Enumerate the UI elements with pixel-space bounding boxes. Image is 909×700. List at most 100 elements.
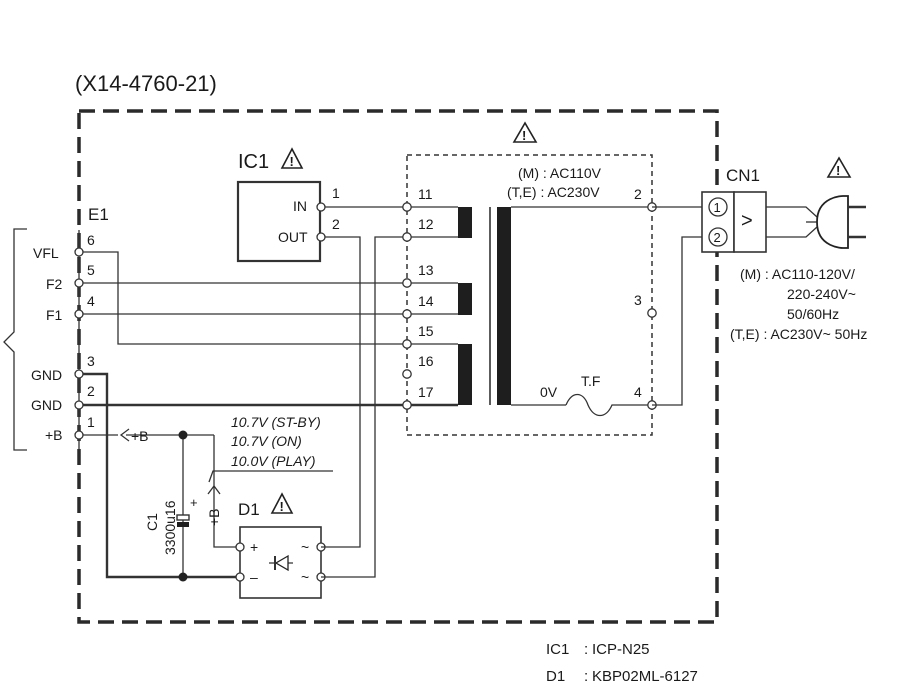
mains-plug: !	[766, 156, 866, 249]
voltage-play: 10.0V (PLAY)	[231, 453, 316, 469]
d1-ac-1: ~	[301, 539, 309, 555]
ic1-pin1-number: 1	[332, 185, 340, 201]
voltage-standby: 10.7V (ST-BY)	[231, 414, 321, 430]
e1-pin-name: +B	[45, 427, 63, 443]
e1-label: E1	[88, 205, 109, 224]
wire-ic1-out-to-d1	[321, 236, 361, 548]
transformer-warning-icon: !	[512, 121, 538, 143]
terminal	[402, 400, 412, 410]
junction-dot	[178, 430, 188, 440]
d1-label: D1	[238, 500, 260, 519]
e1-pin-number: 5	[87, 262, 95, 278]
terminal	[74, 369, 84, 379]
terminal-number: 12	[418, 216, 434, 232]
c1-label: C1	[144, 513, 160, 531]
junction-dot	[178, 572, 188, 582]
terminal	[74, 309, 84, 319]
parts-list-part: KBP02ML-6127	[592, 668, 698, 685]
connector-brace	[3, 228, 27, 451]
fuse-icon	[565, 393, 621, 417]
transformer-primary-winding	[497, 207, 511, 405]
e1-pin-number: 2	[87, 383, 95, 399]
e1-pin-name: GND	[31, 367, 62, 383]
part-number-title: (X14-4760-21)	[75, 71, 217, 96]
e1-pin-name: F2	[46, 276, 63, 292]
terminal-number: 15	[418, 323, 434, 339]
transformer-left-terminals: 11 12 13 14 15 16 17	[402, 186, 434, 410]
wire-to-cn1-pin2	[652, 236, 702, 406]
wire-trans12-to-d1	[321, 236, 407, 578]
warning-mark: !	[280, 499, 284, 514]
cn1-arrow: >	[741, 210, 753, 232]
voltage-on: 10.7V (ON)	[231, 433, 302, 449]
d1-minus: –	[250, 569, 258, 585]
ic1-regulator: IC1 ! IN OUT 1 2	[236, 147, 340, 263]
e1-pin-f1: F1 4	[46, 293, 95, 323]
terminal	[235, 542, 245, 552]
ic1-pin-out: OUT	[278, 229, 308, 245]
e1-pin-name: F1	[46, 307, 63, 323]
e1-pin-plusb: +B 1	[45, 414, 95, 443]
parts-list-part: ICP-N25	[592, 641, 650, 658]
d1-bridge-rectifier: D1 ! + – ~ ~	[235, 492, 326, 599]
ic1-pin2-number: 2	[332, 216, 340, 232]
e1-pin-number: 1	[87, 414, 95, 430]
terminal-number: 17	[418, 384, 434, 400]
transformer-winding-3	[458, 344, 472, 405]
terminal-number: 4	[634, 384, 642, 400]
plusb-vertical-marker: +B	[206, 484, 222, 526]
terminal-number: 2	[634, 186, 642, 202]
transformer-primary-m: (M) : AC110V	[518, 165, 602, 181]
c1-plus-sign: +	[190, 495, 198, 510]
mains-spec-m-line1: (M) : AC110-120V/	[740, 266, 855, 282]
e1-pin-gnd-2: GND 2	[31, 383, 95, 413]
plusb-vertical-label: +B	[206, 508, 222, 526]
transformer-primary-te: (T,E) : AC230V	[507, 184, 600, 200]
e1-pin-name: VFL	[33, 245, 59, 261]
terminal	[235, 572, 245, 582]
cn1-pin1-number: 1	[714, 200, 721, 215]
parts-list: IC1 : ICP-N25 D1 : KBP02ML-6127	[546, 641, 698, 685]
parts-list-ref: D1	[546, 668, 565, 685]
parts-list-ref: IC1	[546, 641, 569, 658]
diode-icon	[269, 554, 293, 572]
ic1-warning-icon: !	[280, 147, 304, 169]
e1-pin-number: 6	[87, 232, 95, 248]
transformer-winding-1	[458, 207, 472, 238]
cn1-body	[733, 191, 767, 253]
transformer-winding-2	[458, 283, 472, 315]
terminal	[74, 400, 84, 410]
warning-mark: !	[522, 128, 526, 143]
wire-d1-plus	[213, 435, 240, 548]
warning-mark: !	[290, 154, 294, 169]
mains-wire-1	[766, 206, 818, 218]
terminal	[402, 232, 412, 242]
voltage-leader-line	[208, 470, 333, 483]
terminal	[74, 278, 84, 288]
ic1-body	[236, 180, 322, 263]
mains-spec-te-line: (T,E) : AC230V~ 50Hz	[730, 326, 867, 342]
fuse-label: T.F	[581, 373, 600, 389]
plusb-voltage-annotation: 10.7V (ST-BY) 10.7V (ON) 10.0V (PLAY)	[208, 414, 333, 483]
terminal	[74, 430, 84, 440]
plusb-arrow-icon	[119, 428, 130, 442]
plusb-up-arrow-icon	[207, 484, 221, 495]
mains-warning-icon: !	[826, 156, 852, 178]
c1-plate-top	[176, 514, 190, 521]
transformer-right-terminals: 2 3 4	[634, 186, 657, 410]
ic1-pin-in: IN	[293, 198, 307, 214]
plug-body-icon	[816, 195, 849, 249]
terminal-number: 3	[634, 292, 642, 308]
parts-list-sep: :	[584, 641, 588, 658]
e1-pin-name: GND	[31, 397, 62, 413]
d1-warning-icon: !	[270, 492, 294, 514]
ic1-label: IC1	[238, 151, 269, 173]
mains-spec-m-line2: 220-240V~	[787, 286, 856, 302]
cn1-connector: CN1 1 2 >	[701, 166, 767, 253]
e1-pin-vfl: VFL 6	[33, 232, 95, 261]
terminal	[74, 247, 84, 257]
e1-pin-number: 4	[87, 293, 95, 309]
terminal	[402, 278, 412, 288]
transformer-0v-label: 0V	[540, 384, 558, 400]
